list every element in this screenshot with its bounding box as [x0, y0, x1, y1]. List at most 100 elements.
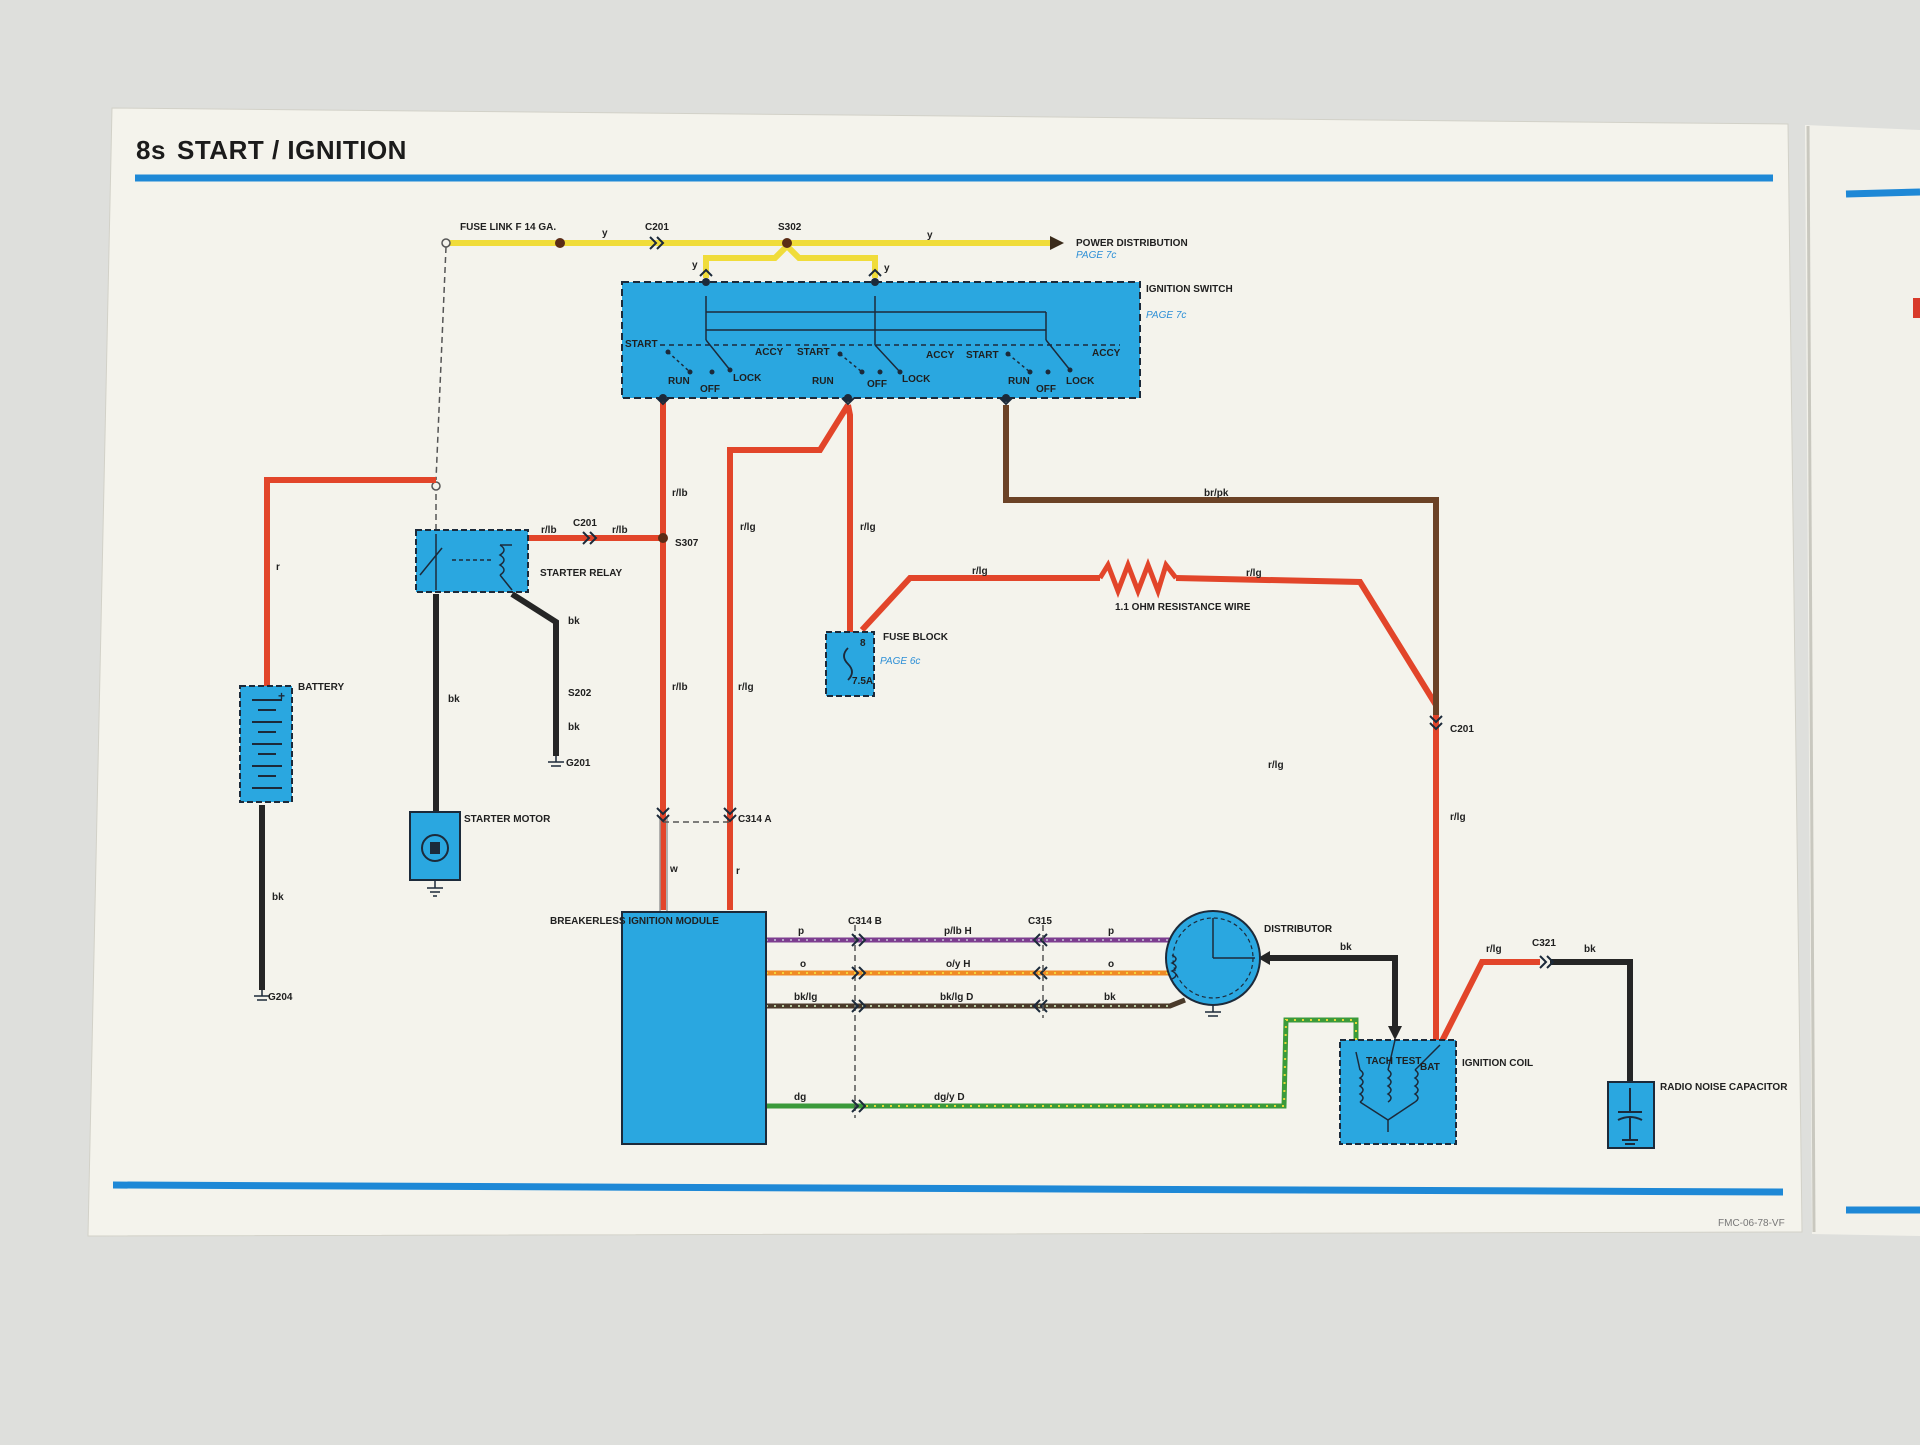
- pos-run-3: RUN: [1008, 376, 1030, 387]
- wire-label-rlg-6: r/lg: [1268, 760, 1284, 771]
- splice-s302-dot: [782, 238, 792, 248]
- ignition-switch-page: PAGE 7c: [1146, 310, 1186, 321]
- motor-armature-icon: [430, 842, 440, 854]
- wire-label-rlb-3: r/lb: [612, 525, 628, 536]
- bottom-blue-rule: [112, 1181, 1784, 1196]
- ignition-coil-box: [1339, 1039, 1457, 1145]
- resistance-zigzag: [1097, 558, 1178, 599]
- power-distribution-arrow: [1050, 236, 1064, 250]
- page-title: START / IGNITION: [177, 135, 407, 165]
- c315-label: C315: [1028, 916, 1052, 927]
- s302-label: S302: [778, 222, 802, 233]
- distributor-arrow: [1258, 951, 1270, 965]
- wire-label-bk-1: bk: [568, 616, 580, 627]
- wire-label-rlg-5: r/lg: [738, 682, 754, 693]
- wire-label-w: w: [669, 864, 678, 875]
- fuse-number: 8: [860, 638, 866, 649]
- wire-label-rlg-1: r/lg: [740, 522, 756, 533]
- pos-accy-1: ACCY: [755, 347, 784, 358]
- wire-r-lg-to-coil: [1175, 575, 1439, 1045]
- capacitor-label: RADIO NOISE CAPACITOR: [1660, 1082, 1788, 1093]
- wire-label-y-4: y: [884, 263, 890, 274]
- wire-bk-distributor: [1268, 955, 1398, 1030]
- fuse-link-dot: [555, 238, 565, 248]
- wire-label-rlg-4: r/lg: [1246, 568, 1262, 579]
- right-page-sheet: [1805, 125, 1920, 1236]
- c201-label-top: C201: [645, 222, 669, 233]
- pos-off-2: OFF: [867, 379, 887, 390]
- pos-run-1: RUN: [668, 376, 690, 387]
- wire-label-bklgd: bk/lg D: [940, 992, 973, 1003]
- wire-label-rlg-7: r/lg: [1450, 812, 1466, 823]
- wire-bk-relay: [510, 591, 559, 756]
- motor-icon: [421, 834, 449, 862]
- ignition-coil-label: IGNITION COIL: [1462, 1058, 1533, 1069]
- wire-label-r-1: r: [276, 562, 280, 573]
- distributor-internals: [1170, 918, 1255, 1017]
- wire-label-rlb-4: r/lb: [672, 682, 688, 693]
- splice-s307-dot: [658, 533, 668, 543]
- pos-lock-2: LOCK: [902, 374, 931, 385]
- wire-label-r-2: r: [736, 866, 740, 877]
- ground-g201-icon: [548, 756, 564, 767]
- coil-bat-label: BAT: [1420, 1062, 1440, 1073]
- pos-lock-1: LOCK: [733, 373, 762, 384]
- power-distribution-page: PAGE 7c: [1076, 250, 1116, 261]
- pos-start-3: START: [966, 350, 999, 361]
- fuse-block-box: [825, 631, 875, 697]
- ground-g204-icon: [254, 990, 270, 1001]
- wire-label-rlg-8: r/lg: [1486, 944, 1502, 955]
- pos-start-2: START: [797, 347, 830, 358]
- wire-dark-green-dash: [866, 1019, 1357, 1107]
- wire-label-bk-5: bk: [1340, 942, 1352, 953]
- paper-sheet: [87, 107, 1803, 1237]
- right-page-top-rule: [1845, 188, 1920, 198]
- wire-label-rlg-2: r/lg: [860, 522, 876, 533]
- wire-bk-lg: [766, 997, 1186, 1009]
- c321-label: C321: [1532, 938, 1556, 949]
- ignition-coil-internals: [1355, 1039, 1441, 1132]
- wire-label-y-2: y: [927, 230, 933, 241]
- wire-label-y-3: y: [692, 260, 698, 271]
- g201-label: G201: [566, 758, 591, 769]
- coil-tach-label: TACH TEST: [1366, 1056, 1421, 1067]
- battery-cells: [252, 699, 282, 789]
- wire-r-lg-fuse: [845, 404, 853, 632]
- relay-top-terminal: [431, 481, 441, 491]
- g204-label: G204: [268, 992, 293, 1003]
- connector-chevrons: [582, 236, 1555, 1113]
- wire-label-bklg: bk/lg: [794, 992, 817, 1003]
- wire-label-bk-6: bk: [1584, 944, 1596, 955]
- starter-relay-label: STARTER RELAY: [540, 568, 623, 579]
- battery-label: BATTERY: [298, 682, 344, 693]
- fuse-rating: 7.5A: [852, 676, 873, 687]
- page-fold: [1806, 125, 1816, 1233]
- fuse-block-label: FUSE BLOCK: [883, 632, 949, 643]
- c201-label-relay: C201: [573, 518, 597, 529]
- starter-motor-label: STARTER MOTOR: [464, 814, 551, 825]
- c314b-label: C314 B: [848, 916, 882, 927]
- c314a-label: C314 A: [738, 814, 772, 825]
- fuse-link-end: [441, 238, 451, 248]
- pos-lock-3: LOCK: [1066, 376, 1095, 387]
- wire-label-bk-4: bk: [1104, 992, 1116, 1003]
- power-distribution-label: POWER DISTRIBUTION: [1076, 238, 1188, 249]
- wire-r-lg-capacitor: [1437, 959, 1540, 1047]
- pos-off-3: OFF: [1036, 384, 1056, 395]
- wire-label-o-2: o: [1108, 959, 1114, 970]
- right-page-red-mark: [1913, 298, 1920, 318]
- ignition-switch-label: IGNITION SWITCH: [1146, 284, 1233, 295]
- ignition-module-label: BREAKERLESS IGNITION MODULE: [550, 916, 719, 927]
- wire-label-brpk: br/pk: [1204, 488, 1229, 499]
- fuse-link-label: FUSE LINK F 14 GA.: [460, 222, 556, 233]
- starter-relay-internals: [419, 534, 513, 591]
- wire-bk-capacitor: [1550, 959, 1633, 1082]
- fuse-block-page: PAGE 6c: [880, 656, 920, 667]
- wire-label-o-1: o: [800, 959, 806, 970]
- ignition-switch-internals: [660, 296, 1120, 373]
- fuse-link-dashed: [435, 246, 447, 481]
- wire-label-rlg-3: r/lg: [972, 566, 988, 577]
- ignition-switch-box: [621, 281, 1141, 399]
- wire-br-pk: [1003, 405, 1439, 715]
